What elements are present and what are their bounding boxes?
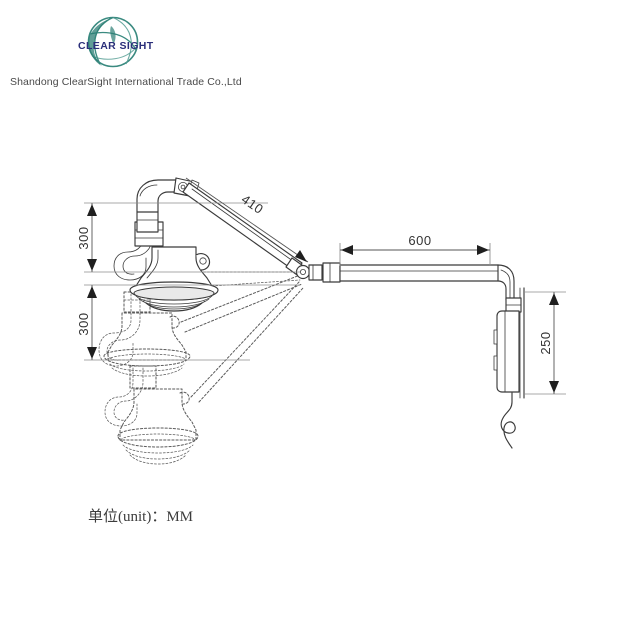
phantom-lamp-position-lower [104, 365, 199, 465]
dimension-600-horizontal: 600 [340, 233, 490, 255]
horizontal-arm [339, 264, 515, 301]
dimension-label-600: 600 [408, 233, 431, 248]
dimension-label-250: 250 [538, 331, 553, 354]
extension-lines [84, 202, 566, 395]
dimension-label-410: 410 [239, 192, 267, 218]
wall-mount-assembly [493, 287, 525, 449]
unit-note: 单位(unit)：MM [88, 509, 194, 525]
dimension-250-right: 250 [538, 292, 559, 394]
phantom-horizontal-reference [195, 271, 301, 287]
company-name: Shandong ClearSight International Trade … [10, 76, 242, 88]
dimension-300-upper: 300 [76, 203, 97, 272]
brand-header: CLEAR SIGHT [0, 0, 260, 100]
centre-pivot-joint [295, 262, 341, 283]
clearsight-circular-eye-emblem-icon [87, 16, 139, 68]
dimension-300-lower: 300 [76, 285, 97, 360]
dimension-410-diagonal: 410 [185, 177, 309, 263]
phantom-arm-lower [180, 274, 304, 403]
diagonal-arm [182, 182, 307, 278]
logo-wordmark: CLEAR SIGHT [78, 40, 154, 52]
lamp-head-assembly [113, 221, 219, 312]
dimension-label-300-upper: 300 [76, 226, 91, 249]
dimension-label-300-lower: 300 [76, 312, 91, 335]
phantom-lamp-position-middle [98, 291, 191, 377]
